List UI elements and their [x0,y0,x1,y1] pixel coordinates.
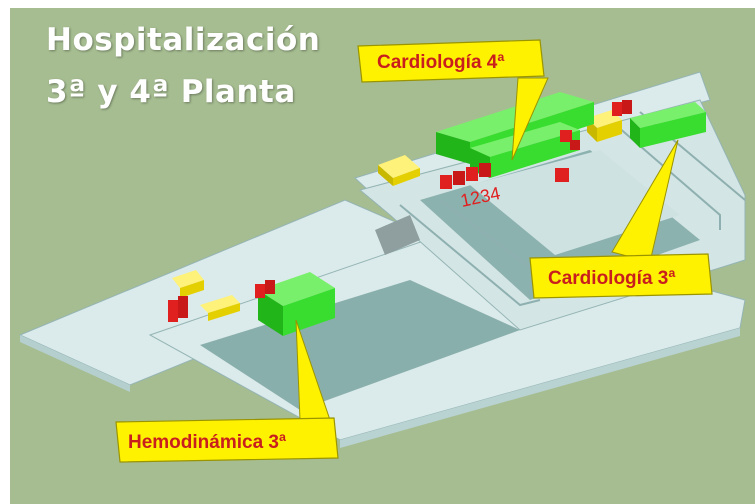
ward-cardiologia-3 [630,102,706,148]
callout-hemodinamica-3-label: Hemodinámica 3ª [128,432,287,453]
callout-pointers [295,77,679,421]
callout-cardiologia-4: Cardiología 4ª [357,39,545,83]
callout-cardiologia-3: Cardiología 3ª [529,253,713,299]
room-blocks [168,100,632,322]
connector-stair [375,215,420,255]
title-line-2: 3ª y 4ª Planta [46,74,296,110]
callout-cardiologia-4-label: Cardiología 4ª [377,52,505,73]
callout-cardiologia-3-label: Cardiología 3ª [548,268,676,289]
callout-hemodinamica-3: Hemodinámica 3ª [115,417,339,463]
title-line-1: Hospitalización [46,22,321,58]
service-blocks [172,110,622,321]
